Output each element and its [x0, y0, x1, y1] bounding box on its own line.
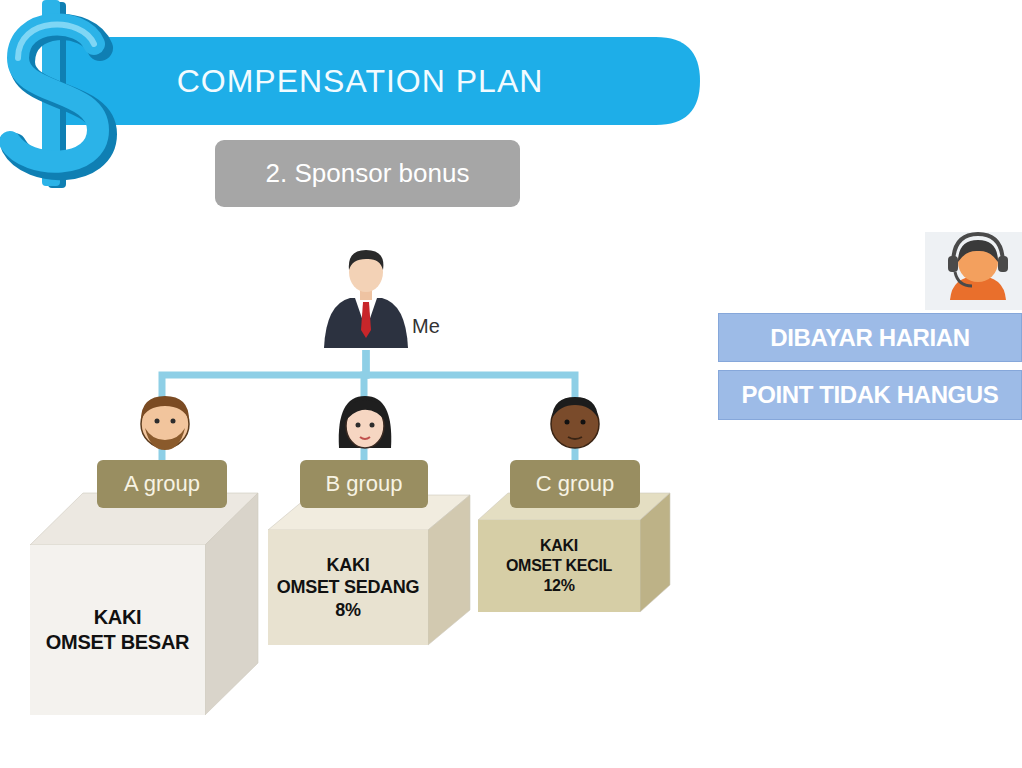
node-text: B group — [325, 471, 402, 497]
title-band — [60, 37, 700, 125]
node-text: Me — [412, 315, 440, 338]
headset-band — [953, 234, 1003, 264]
cube-front: KAKIOMSET BESAR — [30, 545, 205, 715]
cube-text: OMSET BESAR — [46, 630, 189, 655]
person-node: Me — [322, 250, 455, 350]
cube-side — [428, 495, 470, 645]
title-text: COMPENSATION PLAN — [120, 37, 600, 125]
feature-band: POINT TIDAK HANGUS — [718, 370, 1022, 420]
face-c-mouth — [568, 437, 582, 439]
cube-text: 12% — [543, 576, 574, 596]
tree-connector — [366, 350, 575, 460]
face-b-eye — [370, 423, 375, 428]
face-b-hair-back — [339, 396, 392, 448]
node-text: DIBAYAR HARIAN — [770, 324, 969, 352]
person-suit — [324, 298, 408, 348]
person-tie — [361, 302, 371, 338]
cube-front: KAKIOMSET SEDANG8% — [268, 530, 428, 645]
node-text: A group — [124, 471, 200, 497]
cube-front: KAKIOMSET KECIL12% — [478, 520, 640, 612]
section-box: 2. Sponsor bonus — [215, 140, 520, 207]
cube-text: KAKI — [327, 554, 370, 577]
group-label: C group — [510, 460, 640, 508]
tree-connector — [162, 350, 366, 460]
headset-mic — [955, 272, 972, 286]
face-a-beard — [145, 428, 185, 450]
headset-ear — [998, 256, 1008, 272]
dollar-sign — [10, 24, 98, 161]
cube-text: 8% — [335, 599, 360, 622]
cube-text: OMSET SEDANG — [277, 576, 419, 599]
headset-ear — [948, 256, 958, 272]
feature-band: DIBAYAR HARIAN — [718, 313, 1022, 362]
face-c-eye — [581, 420, 586, 425]
face-b-mouth — [360, 437, 370, 439]
group-label: A group — [97, 460, 227, 508]
cube-text: KAKI — [94, 605, 142, 630]
support-icon-ground — [925, 232, 1022, 310]
cube-side — [640, 493, 670, 612]
face-a-hair — [141, 396, 189, 420]
support-hair — [958, 240, 998, 262]
cube-text: KAKI — [540, 536, 578, 556]
face-c-hair — [552, 397, 598, 418]
face-a-eye — [171, 419, 176, 424]
group-label: B group — [300, 460, 428, 508]
node-text: POINT TIDAK HANGUS — [742, 381, 999, 409]
node-text: 2. Sponsor bonus — [266, 158, 470, 189]
face-a-eye — [155, 419, 160, 424]
cube-side — [205, 493, 258, 715]
node-text: C group — [536, 471, 614, 497]
face-c-eye — [565, 420, 570, 425]
person-hair — [349, 250, 384, 270]
dollar-highlight — [18, 24, 94, 58]
face-b-hair — [345, 400, 386, 422]
face-b-eye — [356, 423, 361, 428]
cube-text: OMSET KECIL — [506, 556, 612, 576]
